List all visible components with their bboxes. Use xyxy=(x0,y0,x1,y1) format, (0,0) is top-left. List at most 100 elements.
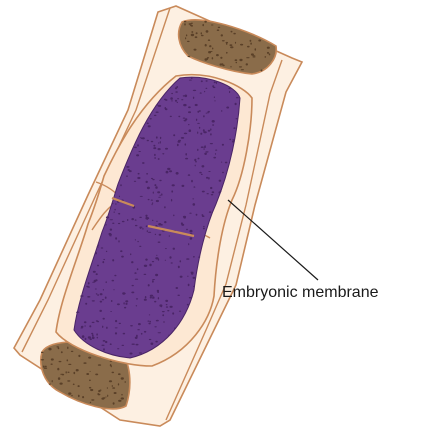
speckle xyxy=(83,362,86,364)
speckle xyxy=(179,311,181,312)
speckle xyxy=(239,66,242,67)
speckle xyxy=(98,364,101,366)
speckle xyxy=(202,24,204,26)
speckle xyxy=(96,333,98,335)
speckle xyxy=(98,245,99,246)
speckle xyxy=(126,175,128,177)
speckle xyxy=(151,200,153,201)
speckle xyxy=(197,111,199,113)
speckle xyxy=(131,218,134,220)
speckle xyxy=(71,351,74,352)
speckle xyxy=(134,181,136,182)
speckle xyxy=(229,44,232,46)
speckle xyxy=(145,296,147,298)
speckle xyxy=(158,148,161,150)
speckle xyxy=(89,325,91,327)
speckle xyxy=(220,63,223,65)
speckle xyxy=(205,151,208,152)
speckle xyxy=(135,239,136,240)
speckle xyxy=(210,128,211,130)
speckle xyxy=(162,153,164,154)
speckle xyxy=(200,133,202,135)
speckle xyxy=(196,214,198,216)
speckle xyxy=(122,221,125,223)
speckle xyxy=(229,91,230,93)
speckle xyxy=(218,27,221,28)
speckle xyxy=(208,177,210,180)
speckle xyxy=(121,377,124,379)
speckle xyxy=(155,341,158,343)
speckle xyxy=(101,247,104,248)
speckle xyxy=(236,118,238,119)
speckle xyxy=(233,127,235,129)
speckle xyxy=(148,284,150,286)
speckle xyxy=(202,191,205,193)
speckle xyxy=(91,399,94,400)
speckle xyxy=(185,158,188,160)
speckle xyxy=(156,221,157,222)
speckle xyxy=(265,56,267,58)
speckle xyxy=(68,392,71,394)
speckle xyxy=(206,177,208,179)
speckle xyxy=(174,327,176,329)
speckle xyxy=(222,65,225,67)
speckle xyxy=(73,372,75,374)
speckle xyxy=(103,318,105,320)
speckle xyxy=(196,32,198,34)
speckle xyxy=(41,352,44,353)
speckle xyxy=(95,252,97,254)
speckle xyxy=(201,32,202,34)
speckle xyxy=(76,312,79,313)
speckle xyxy=(225,162,228,164)
speckle xyxy=(214,100,215,101)
speckle xyxy=(136,154,139,156)
speckle xyxy=(193,277,196,279)
speckle xyxy=(247,46,250,48)
speckle xyxy=(206,80,208,81)
speckle xyxy=(157,104,158,106)
speckle xyxy=(138,151,141,152)
speckle xyxy=(152,204,153,206)
speckle xyxy=(152,261,154,262)
speckle xyxy=(169,256,171,258)
speckle xyxy=(199,172,202,174)
speckle xyxy=(184,133,187,135)
speckle xyxy=(90,402,91,403)
speckle xyxy=(123,333,126,335)
speckle xyxy=(206,113,208,114)
speckle xyxy=(189,80,192,81)
speckle xyxy=(229,139,231,141)
speckle xyxy=(110,229,112,231)
speckle xyxy=(221,162,222,163)
speckle xyxy=(207,193,209,194)
speckle xyxy=(190,272,193,273)
speckle xyxy=(121,256,124,258)
speckle xyxy=(186,229,188,230)
speckle xyxy=(152,179,154,180)
speckle xyxy=(226,107,229,109)
speckle xyxy=(85,303,87,305)
speckle xyxy=(158,105,161,107)
speckle xyxy=(210,51,213,52)
speckle xyxy=(125,381,126,383)
speckle xyxy=(122,292,125,294)
speckle xyxy=(149,264,151,267)
speckle xyxy=(203,226,204,227)
speckle xyxy=(269,53,271,55)
speckle xyxy=(150,297,152,299)
speckle xyxy=(141,138,143,139)
speckle xyxy=(44,368,47,369)
speckle xyxy=(89,387,91,389)
speckle xyxy=(93,271,96,273)
speckle xyxy=(61,351,63,353)
speckle xyxy=(212,124,214,126)
speckle xyxy=(195,36,198,38)
speckle xyxy=(214,96,215,98)
speckle xyxy=(159,234,162,236)
speckle xyxy=(205,44,207,47)
speckle xyxy=(97,294,99,296)
speckle xyxy=(118,240,119,242)
speckle xyxy=(204,91,205,92)
speckle xyxy=(84,321,87,323)
speckle xyxy=(157,291,159,293)
